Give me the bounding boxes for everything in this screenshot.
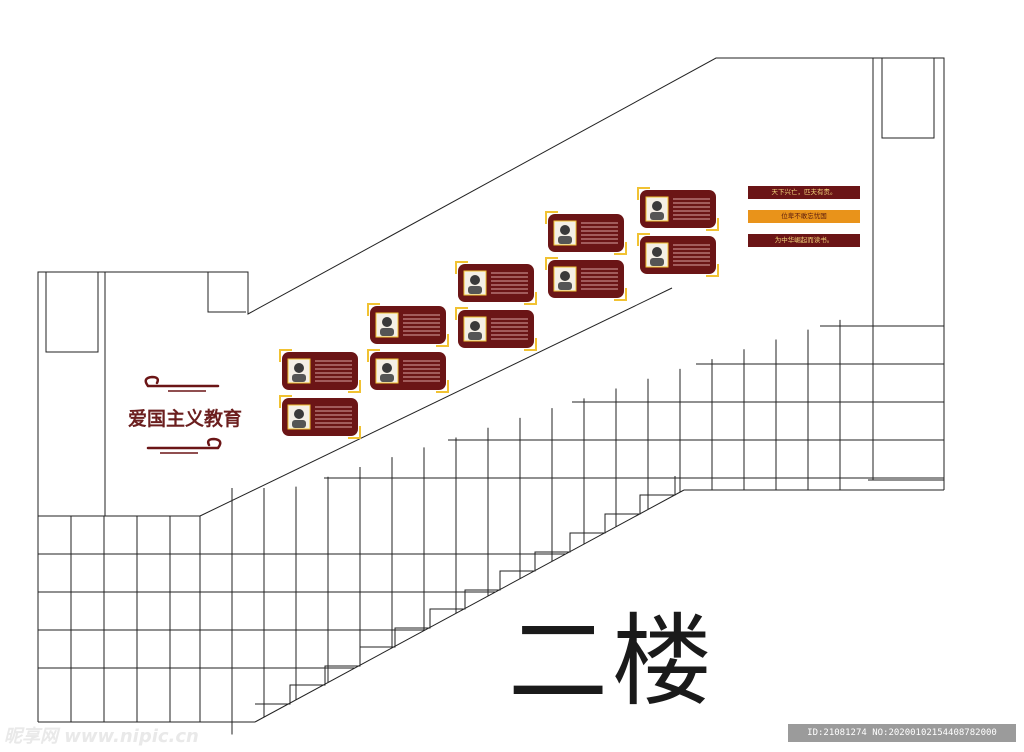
window-right [881, 57, 935, 139]
stair-tread-profile [255, 476, 676, 705]
woman-portrait-icon [470, 321, 480, 331]
title-cloud-ornaments [144, 375, 222, 454]
uniform-portrait-icon [652, 201, 662, 211]
general-portrait-icon [382, 317, 392, 327]
horse-rider-icon [382, 363, 392, 373]
portrait-body [380, 374, 394, 382]
panel-trim [637, 233, 719, 277]
portrait-panel [637, 187, 719, 231]
portrait-panel [279, 395, 361, 439]
panel-trim [279, 395, 361, 439]
watermark-id: ID:21081274 NO:20200102154408782000 [788, 724, 1016, 742]
slogan-banner-1: 天下兴亡，匹夫有责。 [748, 186, 860, 199]
panel-trim [455, 261, 537, 305]
portrait-panel [367, 303, 449, 347]
portrait-body [292, 374, 306, 382]
portrait-body [292, 420, 306, 428]
portrait-panel [455, 307, 537, 351]
watermark-logo: 昵享网 www.nipic.cn [4, 726, 199, 747]
portrait-body [650, 212, 664, 220]
panel-trim [545, 257, 627, 301]
man-portrait-icon [560, 225, 570, 235]
wall-tile-grid [37, 319, 944, 735]
theme-title: 爱国主义教育 [128, 408, 243, 430]
beam-notch [207, 272, 246, 313]
panel-trim [367, 303, 449, 347]
portrait-panel [637, 233, 719, 277]
portrait-panel [545, 257, 627, 301]
stair-treads [255, 476, 676, 705]
cloud-ornament-top [144, 375, 220, 392]
slogan-banner-2: 位卑不敢忘忧国 [748, 210, 860, 223]
panel-trim [279, 349, 361, 393]
portrait-body [558, 282, 572, 290]
ship-scene-icon [294, 363, 304, 373]
portrait-body [650, 258, 664, 266]
panel-trim [367, 349, 449, 393]
panel-trim [455, 307, 537, 351]
portrait-panels [279, 187, 719, 439]
floor-label: 二楼 [508, 603, 716, 720]
portrait-panel [279, 349, 361, 393]
window-left [45, 271, 99, 353]
slogan-banner-3: 为中华崛起而读书。 [748, 234, 860, 247]
elder-portrait-icon [652, 247, 662, 257]
female-soldier-icon [560, 271, 570, 281]
portrait-body [380, 328, 394, 336]
stair-outline [37, 57, 945, 723]
stair-underside [254, 489, 685, 723]
portrait-panel [367, 349, 449, 393]
guqin-figure-icon [470, 275, 480, 285]
handrail-line [199, 287, 673, 517]
portrait-body [468, 286, 482, 294]
portrait-panel [545, 211, 627, 255]
cloud-ornament-bottom [146, 437, 222, 454]
wall-outline [37, 57, 945, 722]
panel-trim [637, 187, 719, 231]
portrait-body [468, 332, 482, 340]
writer-portrait-icon [294, 409, 304, 419]
portrait-panel [455, 261, 537, 305]
panel-trim [545, 211, 627, 255]
portrait-body [558, 236, 572, 244]
